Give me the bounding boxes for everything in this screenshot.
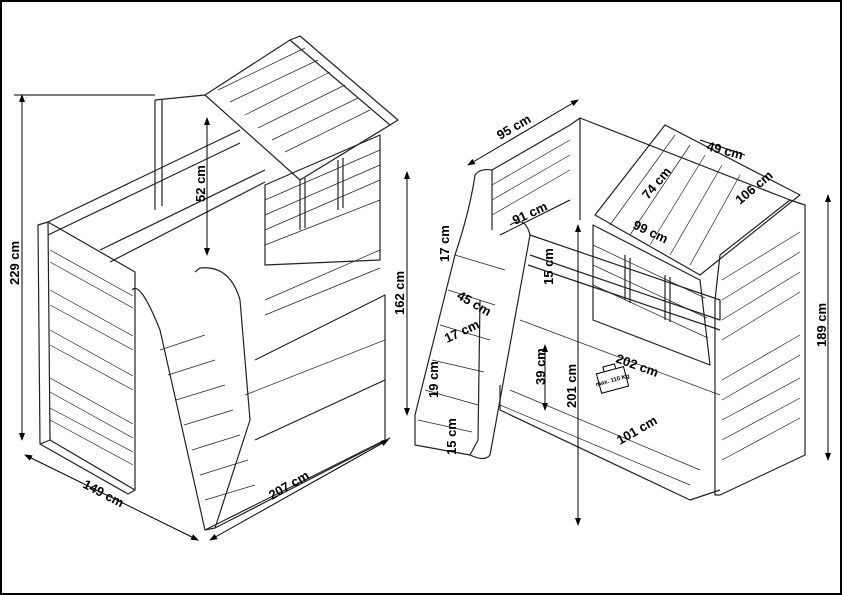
dim-rail-height: 15 cm: [541, 248, 556, 285]
dim-side-height: 189 cm: [814, 303, 829, 347]
dim-step-depth: 17 cm: [442, 317, 482, 346]
dim-step-rise-top: 17 cm: [437, 225, 452, 262]
dim-top-opening: 91 cm: [510, 199, 550, 228]
right-bunk-bed-drawing: [414, 117, 806, 501]
dim-ladder-height: 162 cm: [392, 271, 407, 315]
dim-left-house-height: 52 cm: [193, 165, 208, 202]
left-bunk-bed-drawing: [37, 35, 399, 531]
weight-capacity-badge: max. 110 Kg: [595, 363, 631, 394]
dim-left-height: 229 cm: [7, 241, 22, 285]
dim-total-height: 201 cm: [564, 364, 579, 408]
dim-roof-length: 106 cm: [732, 167, 775, 207]
dim-step-rise-bottom: 19 cm: [426, 361, 441, 398]
dim-bottom-step: 15 cm: [444, 418, 459, 455]
dim-under-clearance: 39 cm: [533, 348, 548, 385]
dim-step-width: 45 cm: [455, 288, 494, 319]
dimension-lines: [14, 94, 831, 541]
dim-roof-ridge: 49 cm: [705, 138, 745, 162]
dim-left-length: 207 cm: [266, 468, 312, 503]
dim-roof-panel: 74 cm: [639, 164, 674, 202]
dim-inner-width: 101 cm: [614, 413, 660, 448]
